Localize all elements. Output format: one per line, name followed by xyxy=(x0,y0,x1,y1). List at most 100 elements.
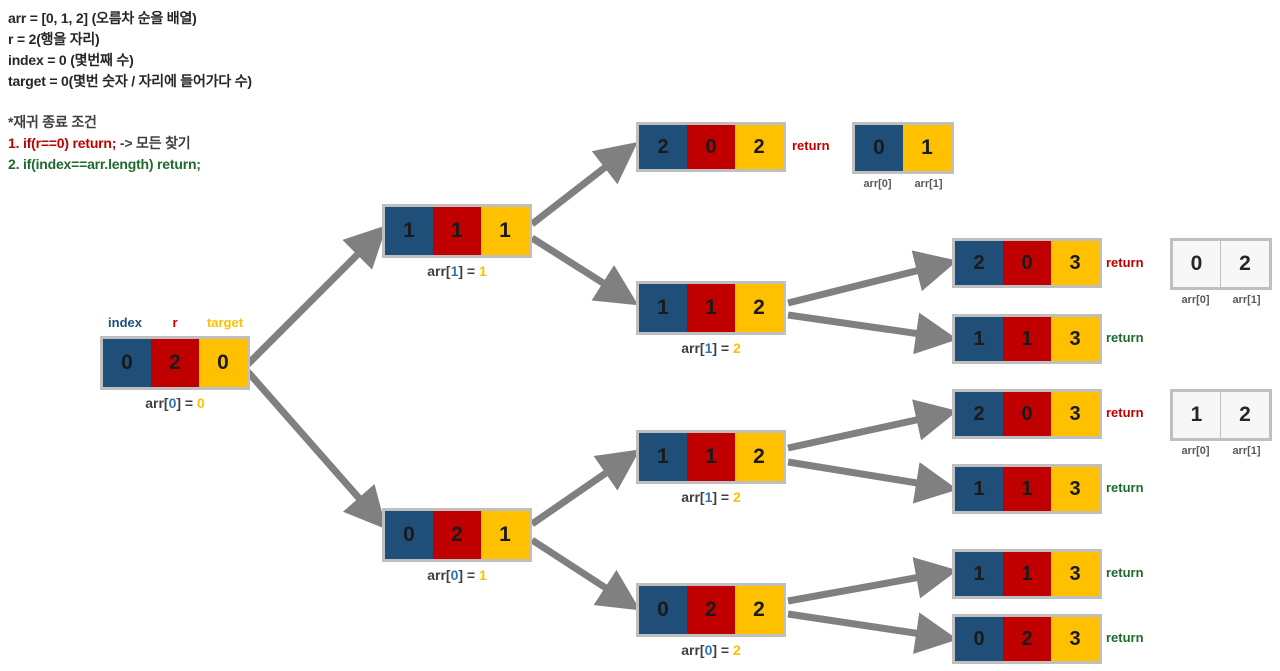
cell-index: 0 xyxy=(385,511,433,559)
return-label-2-0-2: return xyxy=(792,138,830,153)
node-leaf-0-2-3[interactable]: 0 2 3 xyxy=(952,614,1102,664)
legend-rule-1-tail: -> 모든 찾기 xyxy=(116,135,191,151)
node-1-1-1[interactable]: 1 1 1 arr[1] = 1 xyxy=(382,204,532,279)
result-box-1-2[interactable]: 1 2 arr[0] arr[1] xyxy=(1170,389,1272,457)
result-label-arr1: arr[1] xyxy=(1232,294,1261,306)
legend-line-target: target = 0(몇번 숫자 / 자리에 들어가다 수) xyxy=(8,73,252,89)
cell-index: 0 xyxy=(103,339,151,387)
caption-key: 1 xyxy=(704,340,713,356)
node-1-1-2[interactable]: 1 1 2 arr[1] = 2 xyxy=(636,281,786,356)
node-cells: 1 1 3 xyxy=(952,549,1102,599)
node-leaf-1-1-3-c[interactable]: 1 1 3 xyxy=(952,549,1102,599)
cell-index: 0 xyxy=(639,586,687,634)
result-label-arr0: arr[0] xyxy=(1181,294,1210,306)
result-cells: 1 2 xyxy=(1170,389,1272,441)
cell-target: 3 xyxy=(1051,317,1099,361)
cell-target: 3 xyxy=(1051,617,1099,661)
caption-value: 0 xyxy=(196,395,205,411)
return-label-2-0-3-b: return xyxy=(1106,405,1144,420)
cell-index: 2 xyxy=(639,125,687,169)
result-box-0-1[interactable]: 0 1 arr[0] arr[1] xyxy=(852,122,954,190)
result-cell-1: 1 xyxy=(903,125,951,171)
result-box-0-2[interactable]: 0 2 arr[0] arr[1] xyxy=(1170,238,1272,306)
node-cells: 0 2 3 xyxy=(952,614,1102,664)
node-cells: 1 1 2 xyxy=(636,281,786,335)
root-column-labels: index r target xyxy=(100,315,250,330)
node-leaf-1-1-3-b[interactable]: 1 1 3 xyxy=(952,464,1102,514)
caption-key: 0 xyxy=(704,642,713,658)
node-caption: arr[1] = 2 xyxy=(681,340,741,356)
return-label-0-2-3: return xyxy=(1106,630,1144,645)
node-leaf-2-0-2[interactable]: 2 0 2 xyxy=(636,122,786,172)
result-cell-1: 2 xyxy=(1221,392,1269,438)
cell-index: 1 xyxy=(639,284,687,332)
cell-target: 1 xyxy=(481,511,529,559)
cell-target: 3 xyxy=(1051,241,1099,285)
caption-prefix: arr[ xyxy=(427,567,451,583)
return-label-1-1-3-a: return xyxy=(1106,330,1144,345)
node-leaf-2-0-3-a[interactable]: 2 0 3 xyxy=(952,238,1102,288)
result-cells: 0 2 xyxy=(1170,238,1272,290)
node-cells: 1 1 2 xyxy=(636,430,786,484)
node-cells: 0 2 2 xyxy=(636,583,786,637)
caption-prefix: arr[ xyxy=(427,263,451,279)
cell-r: 1 xyxy=(433,207,481,255)
cell-r: 1 xyxy=(1003,552,1051,596)
node-1-1-2-lower[interactable]: 1 1 2 arr[1] = 2 xyxy=(636,430,786,505)
cell-target: 0 xyxy=(199,339,247,387)
legend-rules-heading: *재귀 종료 조건 xyxy=(8,114,97,130)
legend-line-r: r = 2(행을 자리) xyxy=(8,31,100,47)
cell-r: 2 xyxy=(1003,617,1051,661)
cell-r: 1 xyxy=(1003,317,1051,361)
caption-mid: ] = xyxy=(712,340,733,356)
return-label-2-0-3-a: return xyxy=(1106,255,1144,270)
result-cell-0: 0 xyxy=(855,125,903,171)
legend-line-index: index = 0 (몇번째 수) xyxy=(8,52,134,68)
caption-key: 0 xyxy=(168,395,177,411)
caption-mid: ] = xyxy=(712,642,733,658)
legend-spacer xyxy=(8,92,438,112)
caption-value: 2 xyxy=(732,489,741,505)
result-labels: arr[0] arr[1] xyxy=(852,178,954,190)
cell-r: 2 xyxy=(433,511,481,559)
legend-rule-2: 2. if(index==arr.length) return; xyxy=(8,156,201,172)
node-0-2-1[interactable]: 0 2 1 arr[0] = 1 xyxy=(382,508,532,583)
cell-r: 0 xyxy=(1003,241,1051,285)
caption-key: 1 xyxy=(704,489,713,505)
node-caption: arr[0] = 2 xyxy=(681,642,741,658)
cell-r: 1 xyxy=(1003,467,1051,511)
node-0-2-2[interactable]: 0 2 2 arr[0] = 2 xyxy=(636,583,786,658)
cell-target: 2 xyxy=(735,586,783,634)
caption-prefix: arr[ xyxy=(145,395,169,411)
node-leaf-1-1-3-a[interactable]: 1 1 3 xyxy=(952,314,1102,364)
node-cells: 2 0 3 xyxy=(952,238,1102,288)
caption-key: 1 xyxy=(450,263,459,279)
result-label-arr1: arr[1] xyxy=(1232,445,1261,457)
label-target: target xyxy=(206,315,244,330)
result-label-arr1: arr[1] xyxy=(914,178,943,190)
caption-mid: ] = xyxy=(458,263,479,279)
caption-value: 2 xyxy=(732,340,741,356)
result-cell-1: 2 xyxy=(1221,241,1269,287)
result-cell-0: 1 xyxy=(1173,392,1221,438)
cell-target: 3 xyxy=(1051,392,1099,436)
cell-r: 2 xyxy=(151,339,199,387)
return-label-1-1-3-c: return xyxy=(1106,565,1144,580)
node-root[interactable]: index r target 0 2 0 arr[0] = 0 xyxy=(100,315,250,411)
node-leaf-2-0-3-b[interactable]: 2 0 3 xyxy=(952,389,1102,439)
caption-value: 1 xyxy=(478,263,487,279)
caption-mid: ] = xyxy=(712,489,733,505)
cell-target: 1 xyxy=(481,207,529,255)
caption-prefix: arr[ xyxy=(681,340,705,356)
node-cells: 2 0 2 xyxy=(636,122,786,172)
caption-key: 0 xyxy=(450,567,459,583)
legend-rule-1-text: 1. if(r==0) return; xyxy=(8,135,117,151)
label-index: index xyxy=(108,315,142,330)
node-caption: arr[1] = 2 xyxy=(681,489,741,505)
node-caption: arr[0] = 0 xyxy=(145,395,205,411)
node-cells: 1 1 1 xyxy=(382,204,532,258)
cell-index: 1 xyxy=(639,433,687,481)
node-cells: 2 0 3 xyxy=(952,389,1102,439)
cell-index: 1 xyxy=(955,317,1003,361)
